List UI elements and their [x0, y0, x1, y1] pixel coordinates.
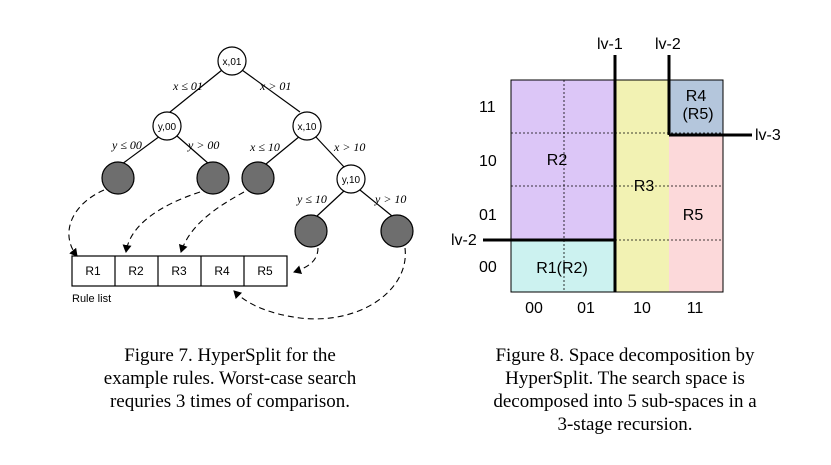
region-r4: [669, 80, 723, 135]
edge-root-right: [241, 69, 301, 113]
rule-list-cell-r5: R5: [257, 264, 273, 278]
edge-labels: x ≤ 01 x > 01 y ≤ 00 y > 00 x ≤ 10 x > 1…: [111, 79, 406, 206]
node-y10-label: y,10: [342, 175, 361, 186]
figure8-caption-line: Figure 8. Space decomposition by: [495, 345, 755, 366]
edge-y10-left: [316, 189, 346, 217]
node-x10: x,10: [292, 111, 322, 141]
pointer-arrow-r2: [122, 191, 201, 253]
figure8-grid: lv-1 lv-2 lv-2 lv-3 11 10 01 00 00 01 10…: [451, 36, 781, 317]
edge-label-y10-left: y ≤ 10: [296, 192, 327, 206]
rule-list: R1 R2 R3 R4 R5 Rule list: [71, 255, 288, 305]
figure7-caption-line: example rules. Worst-case search: [103, 368, 357, 389]
tree-edges: [121, 69, 393, 217]
region-r5: [669, 135, 723, 292]
pointer-arrow-r1: [68, 189, 105, 257]
x-axis-ticks: 00 01 10 11: [525, 300, 703, 317]
figure8-caption-line: decomposed into 5 sub-spaces in a: [493, 391, 757, 412]
rule-list-cell-r2: R2: [128, 264, 144, 278]
figure7-caption-line: requries 3 times of comparison.: [109, 391, 351, 412]
label-lv2-top: lv-2: [655, 36, 681, 53]
node-y00: y,00: [152, 111, 182, 141]
leaf-node: [380, 214, 414, 248]
node-root: x,01: [217, 46, 247, 76]
x-tick-01: 01: [577, 300, 595, 317]
edge-y00-right: [176, 135, 210, 165]
node-y00-label: y,00: [158, 122, 177, 133]
edge-y10-right: [359, 189, 393, 217]
region-label-r4-sub: (R5): [682, 106, 713, 123]
figure8-caption: Figure 8. Space decomposition by HyperSp…: [440, 344, 810, 436]
y-tick-10: 10: [479, 153, 497, 170]
edge-x10-right: [314, 135, 346, 169]
edge-root-left: [169, 69, 223, 113]
edge-label-x10-right: x > 10: [333, 140, 365, 154]
edge-label-root-right: x > 01: [259, 79, 291, 93]
figure7-caption-line: Figure 7. HyperSplit for the: [124, 345, 336, 366]
figure7-caption: Figure 7. HyperSplit for the example rul…: [50, 344, 410, 413]
leaf-node: [294, 214, 328, 248]
y-tick-01: 01: [479, 207, 497, 224]
region-label-r3: R3: [634, 178, 655, 195]
edge-label-x10-left: x ≤ 10: [249, 140, 280, 154]
edge-y00-left: [121, 135, 161, 165]
node-root-label: x,01: [223, 57, 242, 68]
node-y10: y,10: [336, 164, 366, 194]
region-label-r4: R4: [686, 88, 707, 105]
label-lv3: lv-3: [755, 127, 781, 144]
edge-label-y00-right: y > 00: [187, 138, 219, 152]
figure8-caption-line: HyperSplit. The search space is: [505, 368, 745, 389]
pointer-arrow-r3: [178, 191, 245, 253]
grid-lines: [511, 80, 723, 292]
edge-label-y00-left: y ≤ 00: [111, 138, 142, 152]
leaf-nodes: [101, 161, 414, 248]
rule-list-cell-r3: R3: [171, 264, 187, 278]
pointer-arrows: [68, 189, 406, 320]
figure8-caption-line: 3-stage recursion.: [557, 414, 693, 435]
split-lines: [483, 55, 752, 292]
edge-x10-left: [265, 135, 301, 165]
region-r1: [511, 240, 615, 292]
rule-list-label: Rule list: [72, 293, 111, 305]
y-tick-00: 00: [479, 259, 497, 276]
leaf-node: [196, 161, 230, 195]
x-tick-11: 11: [687, 300, 704, 317]
figure7-tree: x,01 y,00 x,10 y,10 x ≤ 01 x > 01 y ≤ 00: [68, 46, 414, 320]
label-lv1: lv-1: [597, 36, 623, 53]
level-labels: lv-1 lv-2 lv-2 lv-3: [451, 36, 781, 249]
region-label-r1: R1(R2): [536, 260, 588, 277]
region-labels: R2 R1(R2) R3 R4 (R5) R5: [536, 88, 713, 277]
x-tick-10: 10: [633, 300, 651, 317]
pointer-arrow-r4: [233, 247, 406, 320]
y-tick-11: 11: [479, 99, 496, 116]
x-tick-00: 00: [525, 300, 543, 317]
label-lv2-left: lv-2: [451, 232, 477, 249]
leaf-node: [241, 161, 275, 195]
y-axis-ticks: 11 10 01 00: [479, 99, 497, 276]
node-x10-label: x,10: [298, 122, 317, 133]
region-label-r2: R2: [547, 152, 568, 169]
rule-list-cell-r4: R4: [214, 264, 230, 278]
edge-label-root-left: x ≤ 01: [172, 79, 203, 93]
rule-list-cell-r1: R1: [85, 264, 101, 278]
region-r2: [511, 80, 615, 240]
region-label-r5: R5: [683, 207, 704, 224]
pointer-arrow-r5: [293, 247, 319, 275]
leaf-node: [101, 161, 135, 195]
edge-label-y10-right: y > 10: [374, 192, 406, 206]
